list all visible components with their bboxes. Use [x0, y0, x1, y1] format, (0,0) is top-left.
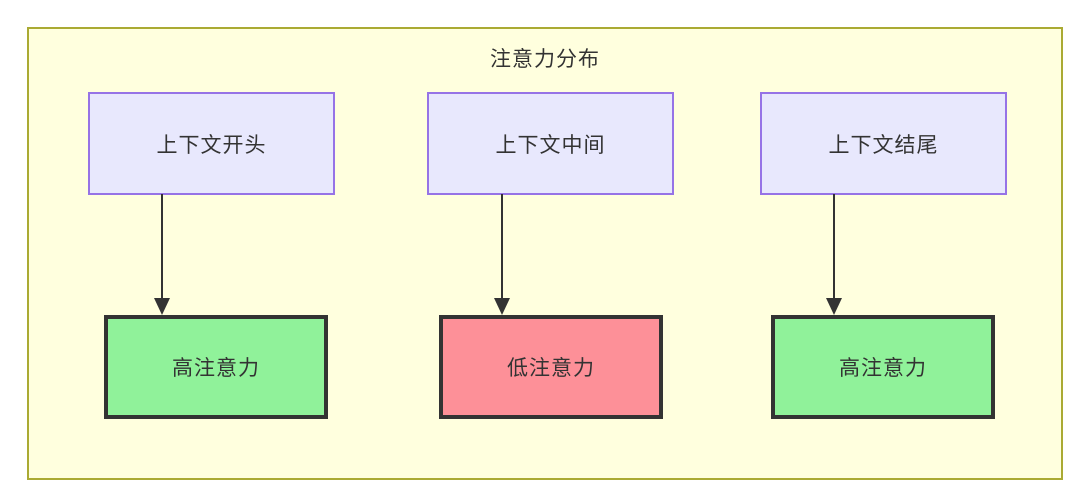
node-low-attention-middle[interactable]: 低注意力	[439, 315, 663, 419]
down-arrow-icon	[494, 194, 510, 315]
node-label: 低注意力	[507, 357, 595, 380]
node-context-middle[interactable]: 上下文中间	[427, 92, 674, 195]
cluster-title: 注意力分布	[490, 48, 600, 71]
edge-context-start-to-high-attention	[150, 194, 174, 316]
node-label: 上下文结尾	[828, 133, 939, 157]
edge-context-end-to-high-attention	[822, 194, 846, 316]
node-high-attention-end[interactable]: 高注意力	[771, 315, 995, 419]
down-arrow-icon	[826, 194, 842, 315]
node-context-start[interactable]: 上下文开头	[88, 92, 335, 195]
node-label: 高注意力	[172, 357, 260, 380]
node-label: 高注意力	[839, 357, 927, 380]
node-label: 上下文中间	[495, 133, 606, 157]
node-label: 上下文开头	[156, 133, 267, 157]
node-high-attention-start[interactable]: 高注意力	[104, 315, 328, 419]
down-arrow-icon	[154, 194, 170, 315]
node-context-end[interactable]: 上下文结尾	[760, 92, 1007, 195]
edge-context-middle-to-low-attention	[490, 194, 514, 316]
